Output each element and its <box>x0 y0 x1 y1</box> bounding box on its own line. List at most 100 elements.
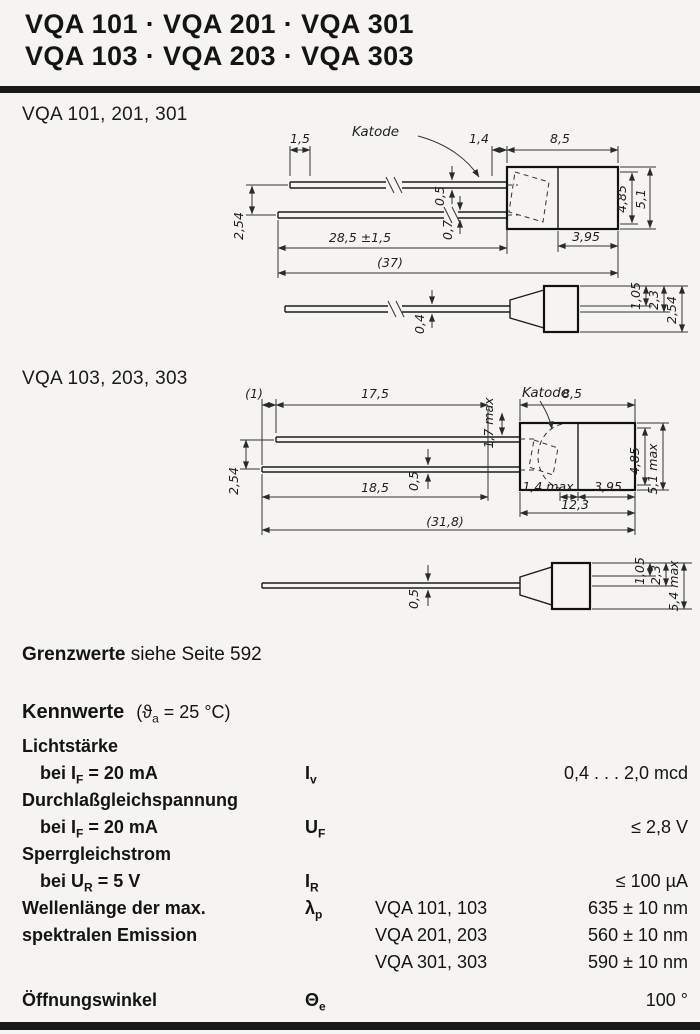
dim-lead-bottom-length: 18,5 <box>361 480 389 495</box>
sym-main: I <box>305 871 311 891</box>
wellenlaenge-variant-3: VQA 301, 303 590 ± 10 nm <box>375 949 688 976</box>
row-durchlass-value: bei IF = 20 mA UF ≤ 2,8 V <box>22 814 688 841</box>
dim-lead-length: 28,5 ±1,5 <box>329 230 391 245</box>
sperr-value-cell: ≤ 100 µA <box>375 868 688 895</box>
wellenlaenge-symbol: λp <box>305 895 375 929</box>
sym-sub: p <box>315 907 323 922</box>
dim-lead-thickness-bottom: 0,7 <box>440 220 455 240</box>
dim-lead-pitch: 2,54 <box>226 467 241 495</box>
kennwerte-title: Kennwerte <box>22 701 125 723</box>
figure1-katode-label: Katode <box>352 124 399 140</box>
durchlass-label: Durchlaßgleichspannung <box>22 790 239 810</box>
oeffnungswinkel-symbol: Θe <box>305 987 375 1021</box>
durchlass-symbol: UF <box>305 814 375 848</box>
sperr-value: ≤ 100 µA <box>615 871 688 891</box>
bottom-rule <box>0 1022 700 1030</box>
row-oeffnungswinkel: Öffnungswinkel Θe 100 ° <box>22 987 688 1014</box>
kennwerte-table: Lichtstärke bei IF = 20 mA Iv 0,4 . . . … <box>22 733 688 1014</box>
dim-body-front-length: 3,95 <box>572 229 600 244</box>
sperr-symbol: IR <box>305 868 375 902</box>
dim-body-width-inner: 4,85 <box>614 185 629 213</box>
wellenlaenge-label-2: spektralen Emission <box>22 925 198 945</box>
dim-tip-offset: (1) <box>245 386 263 401</box>
figure1-drawing: Katode <box>231 124 688 334</box>
oeffnungswinkel-label: Öffnungswinkel <box>22 990 157 1010</box>
dim-side-depth-front: 2,3 <box>646 290 661 310</box>
cond-pre: bei I <box>40 763 77 783</box>
cond-pre: bei I <box>40 817 77 837</box>
variant-value: 590 ± 10 nm <box>588 952 688 972</box>
durchlass-value-cell: ≤ 2,8 V <box>375 814 688 841</box>
cond-sub: R <box>84 880 93 895</box>
sym-sub: F <box>318 826 326 841</box>
lichtstaerke-label: Lichtstärke <box>22 736 119 756</box>
kennwerte-condition: (ϑa = 25 °C) <box>136 702 231 726</box>
figure2-side-view <box>261 561 592 611</box>
wellenlaenge-label-1: Wellenlänge der max. <box>22 898 206 918</box>
lichtstaerke-symbol: Iv <box>305 760 375 794</box>
top-rule <box>0 86 700 93</box>
dim-overall-length: (31,8) <box>426 514 464 529</box>
lichtstaerke-value: 0,4 . . . 2,0 mcd <box>563 763 688 783</box>
figure1-front-view <box>277 165 620 231</box>
dim-crank-height: 1,7 max <box>481 397 496 449</box>
variant-value: 560 ± 10 nm <box>588 925 688 945</box>
dim-side-depth-front: 2,3 <box>648 565 663 585</box>
cond-post: = 5 V <box>92 871 141 891</box>
dim-lead-tip: 1,5 <box>290 131 310 146</box>
title-line-2: VQA 103 · VQA 203 · VQA 303 <box>25 41 414 71</box>
sperr-label: Sperrgleichstrom <box>22 844 172 864</box>
grenzwerte-note: Grenzwerte siehe Seite 592 <box>22 644 262 666</box>
figure1-dimensions: 1,5 1,4 8,5 0,5 0,7 2,54 28,5 ±1,5 (37) … <box>231 131 688 334</box>
lichtstaerke-condition: bei IF = 20 mA <box>22 760 305 794</box>
oeffnungswinkel-value-cell: 100 ° <box>375 987 688 1014</box>
cond-sub: F <box>76 826 84 841</box>
kennwerte-condition-pre: (ϑ <box>136 702 153 722</box>
dim-dome-front: 1,4 max <box>522 479 574 494</box>
row-lichtstaerke-label: Lichtstärke <box>22 733 688 760</box>
dim-body-width: 5,1 max <box>645 443 660 495</box>
row-sperr-value: bei UR = 5 V IR ≤ 100 µA <box>22 868 688 895</box>
figure1-side-view <box>284 284 580 334</box>
grenzwerte-word: Grenzwerte <box>22 644 126 665</box>
row-wellenlaenge-3: VQA 301, 303 590 ± 10 nm <box>22 949 688 976</box>
dim-body-front-length: 3,95 <box>594 479 622 494</box>
dim-lead-pitch: 2,54 <box>231 212 246 240</box>
dim-side-step: 1,05 <box>628 282 643 310</box>
sperr-condition: bei UR = 5 V <box>22 868 305 902</box>
cond-pre: bei U <box>40 871 85 891</box>
figure1-title: VQA 101, 201, 301 <box>22 104 188 125</box>
cond-post: = 20 mA <box>83 763 158 783</box>
row-durchlass-label: Durchlaßgleichspannung <box>22 787 688 814</box>
title-line-1: VQA 101 · VQA 201 · VQA 301 <box>25 9 414 39</box>
sym-main: λ <box>305 898 316 918</box>
sym-main: Θ <box>305 990 320 1010</box>
grenzwerte-rest: siehe Seite 592 <box>130 644 262 665</box>
kennwerte-heading: Kennwerte (ϑa = 25 °C) <box>22 701 231 726</box>
dim-body-overall: 12,3 <box>561 497 589 512</box>
sym-sub: e <box>319 999 326 1014</box>
variant-name: VQA 301, 303 <box>375 952 488 972</box>
kennwerte-condition-post: = 25 °C) <box>158 702 231 722</box>
dim-lead-top-length: 17,5 <box>361 386 389 401</box>
dim-side-depth: 2,54 <box>664 296 679 324</box>
dim-side-step: 1,05 <box>632 557 647 585</box>
header: VQA 101 · VQA 201 · VQA 301 VQA 103 · VQ… <box>25 8 414 72</box>
cond-sub: F <box>76 772 84 787</box>
variant-name: VQA 101, 103 <box>375 898 488 918</box>
dim-body-length: 8,5 <box>562 386 582 401</box>
kennwerte-condition-sub: a <box>152 711 159 726</box>
cond-post: = 20 mA <box>83 817 158 837</box>
sym-sub: R <box>310 880 319 895</box>
dim-overall-length: (37) <box>377 255 403 270</box>
dim-side-lead-thickness: 0,4 <box>412 314 427 334</box>
dim-lead-thickness-top: 0,5 <box>432 186 447 206</box>
figure2-dimensions: (1) 17,5 8,5 1,7 max 2,54 0,5 4,85 5,1 m… <box>226 386 692 612</box>
figure2-katode-label: Katode <box>522 385 569 401</box>
dim-lead-thickness: 0,5 <box>406 471 421 491</box>
row-lichtstaerke-value: bei IF = 20 mA Iv 0,4 . . . 2,0 mcd <box>22 760 688 787</box>
